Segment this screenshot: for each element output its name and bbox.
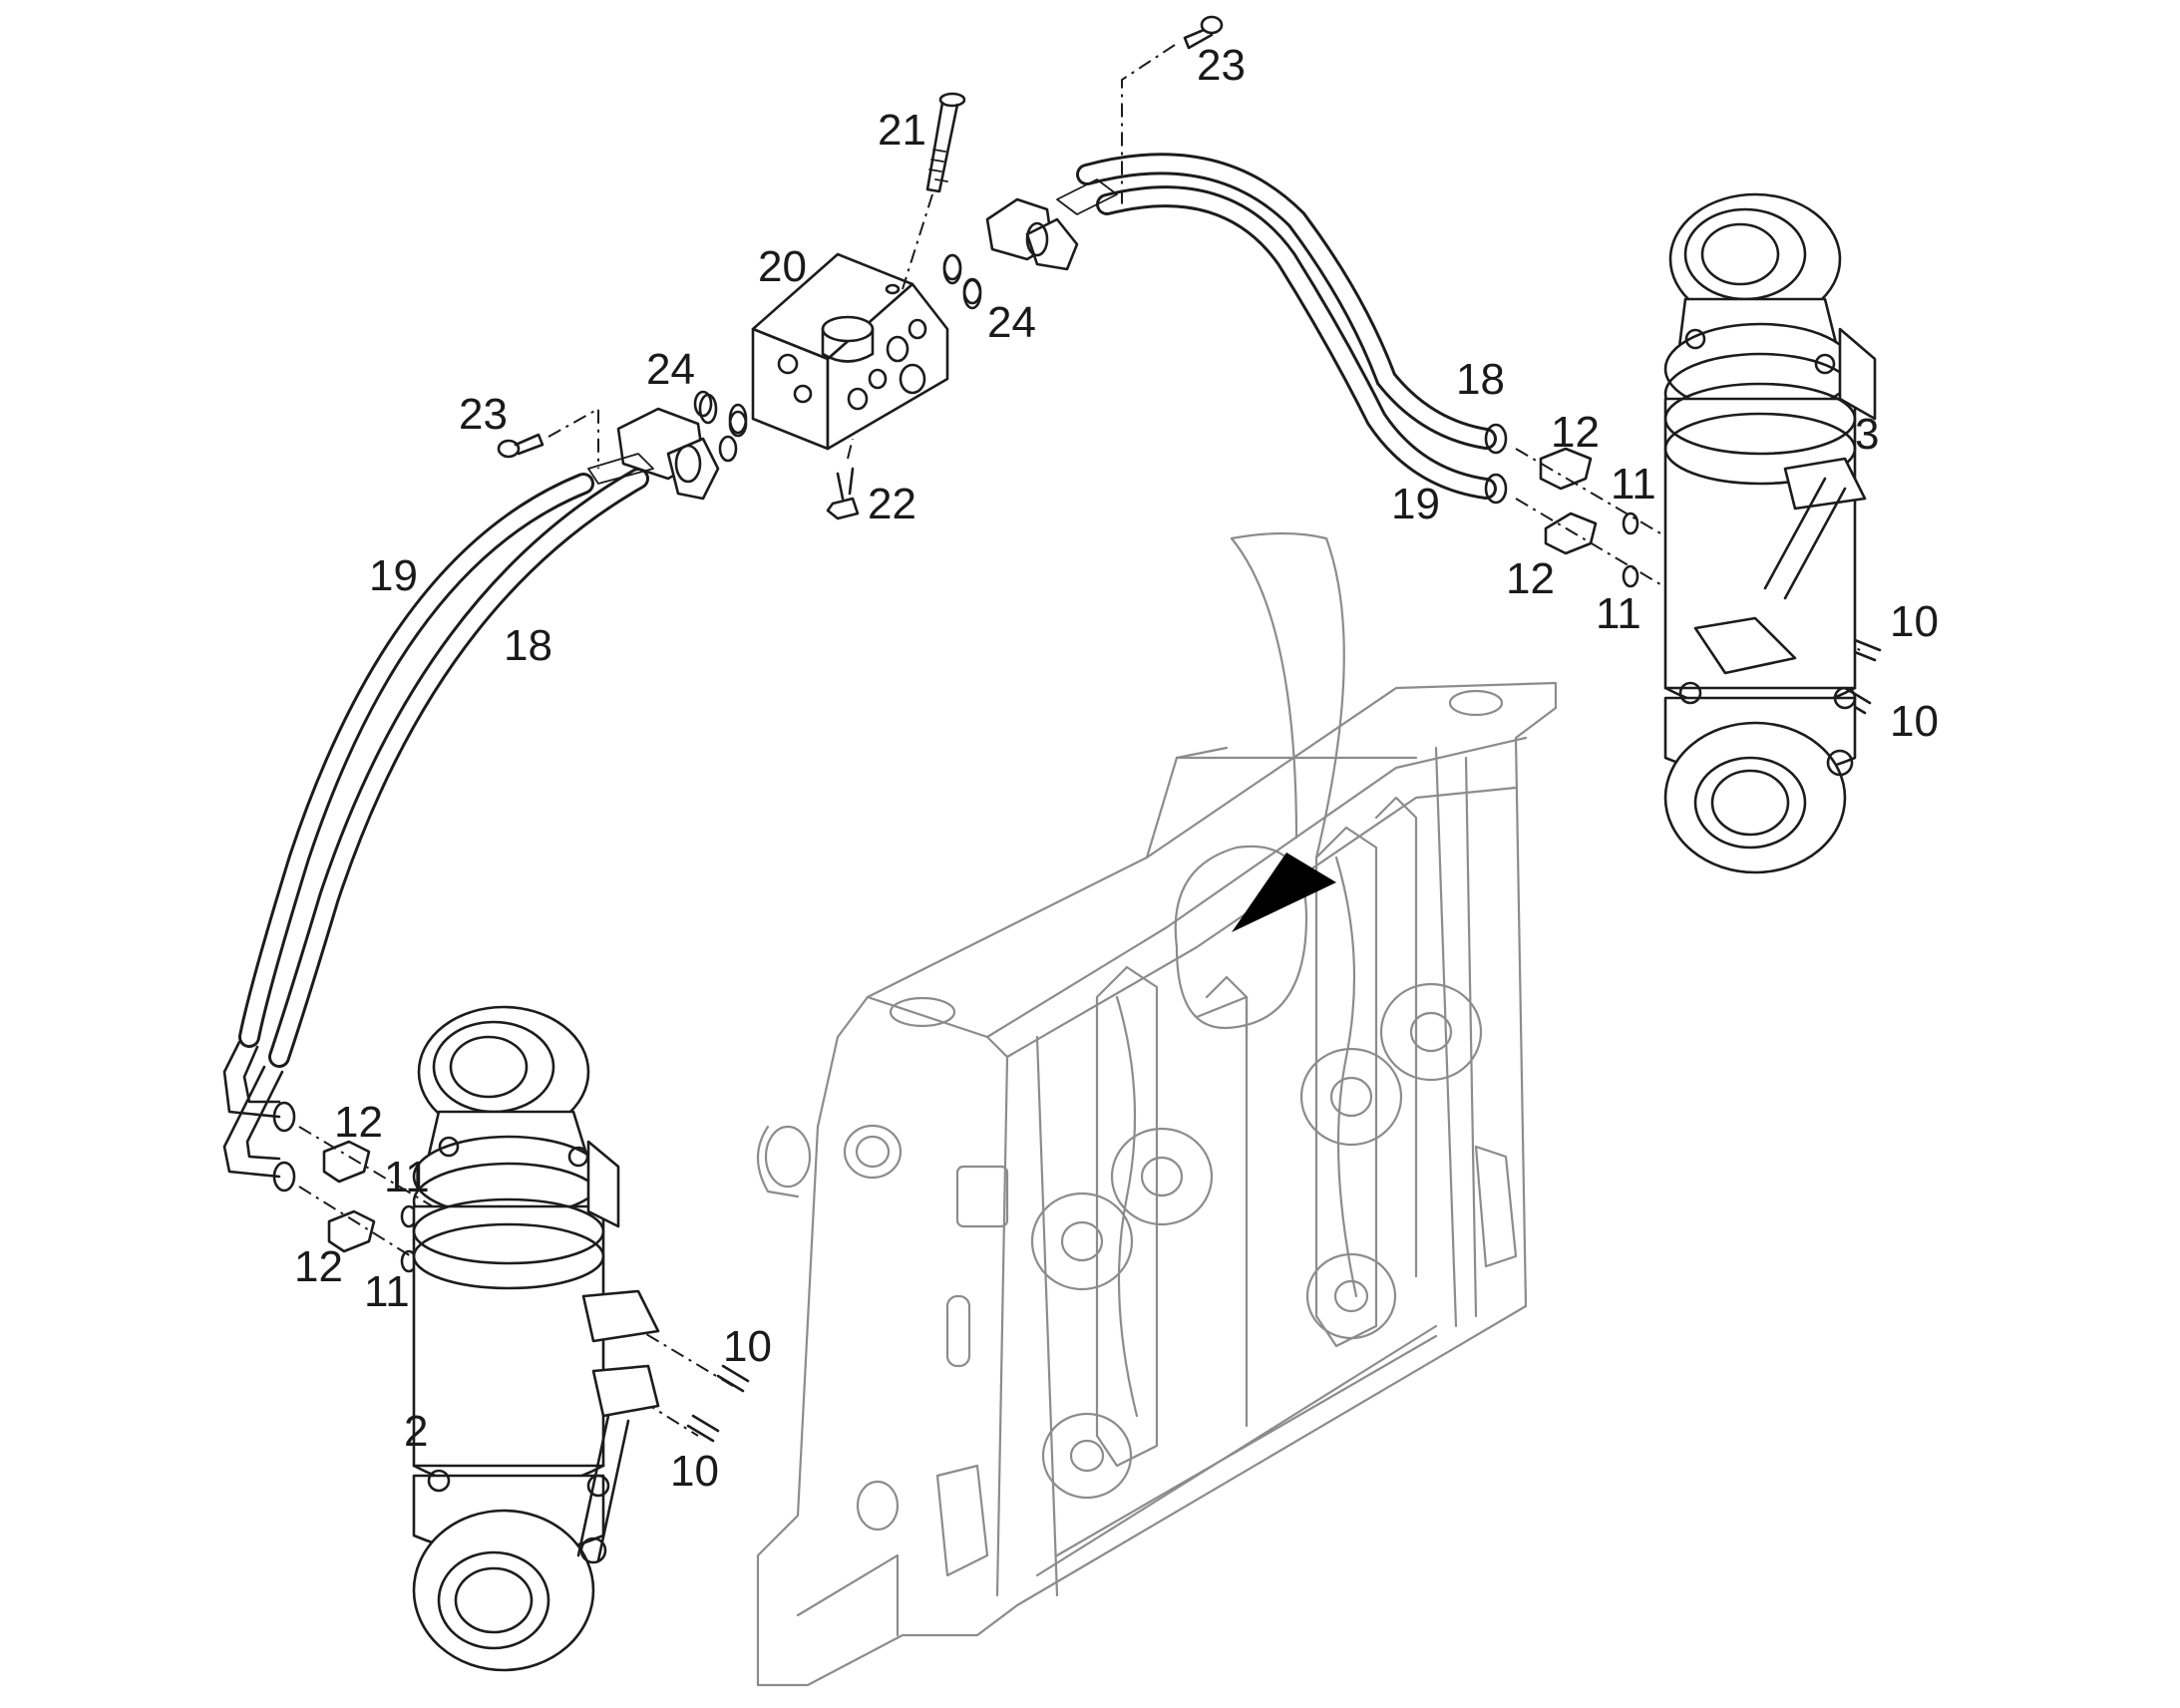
callout-12-right-bottom: 12: [1506, 554, 1555, 603]
callout-24-right: 24: [987, 298, 1036, 347]
hydraulic-cylinder-2: [412, 1005, 660, 1672]
callout-12-left-top: 12: [334, 1098, 383, 1147]
hydraulic-cylinder-3: [1663, 192, 1877, 874]
callout-12-left-bottom: 12: [294, 1242, 343, 1291]
callout-22: 22: [868, 480, 916, 528]
callout-labels: 23 21 20 24 24 23 22 18 19 12 12 11 11 3…: [294, 41, 1939, 1496]
callout-18-left: 18: [504, 621, 552, 670]
screw-23-top: [1121, 15, 1224, 209]
loader-frame: [756, 531, 1558, 1687]
callout-10-left-top: 10: [723, 1322, 772, 1371]
bolt-21: [902, 92, 966, 290]
callout-12-right-top: 12: [1551, 408, 1600, 457]
nut-22: [826, 438, 860, 520]
callout-11-left-bottom: 11: [364, 1267, 410, 1316]
callout-11-right-top: 11: [1611, 460, 1656, 509]
arrow-pointer: [1232, 853, 1336, 932]
hoses: [222, 153, 1497, 1179]
right-flange-fittings: [942, 178, 1118, 310]
pivot-discs: [1030, 982, 1483, 1500]
callout-20: 20: [758, 242, 807, 291]
left-flange-fittings: [587, 393, 748, 501]
callout-21: 21: [878, 106, 926, 155]
callout-23-left: 23: [459, 390, 508, 439]
callout-11-right-bottom: 11: [1596, 589, 1641, 638]
callout-24-left: 24: [646, 345, 695, 394]
callout-23-top: 23: [1197, 41, 1246, 90]
callout-2: 2: [404, 1407, 428, 1456]
callout-19-right: 19: [1391, 480, 1440, 528]
valve-block: [751, 252, 949, 451]
screw-23-left: [497, 407, 599, 469]
seal-24-lines: [693, 253, 982, 438]
callout-3: 3: [1855, 410, 1879, 459]
callout-10-right-bottom: 10: [1890, 697, 1939, 746]
callout-18-right: 18: [1456, 355, 1505, 404]
callout-19-left: 19: [369, 551, 418, 600]
callout-10-right-top: 10: [1890, 597, 1939, 646]
callout-10-left-bottom: 10: [670, 1447, 719, 1496]
callout-11-left-top: 11: [384, 1153, 430, 1201]
